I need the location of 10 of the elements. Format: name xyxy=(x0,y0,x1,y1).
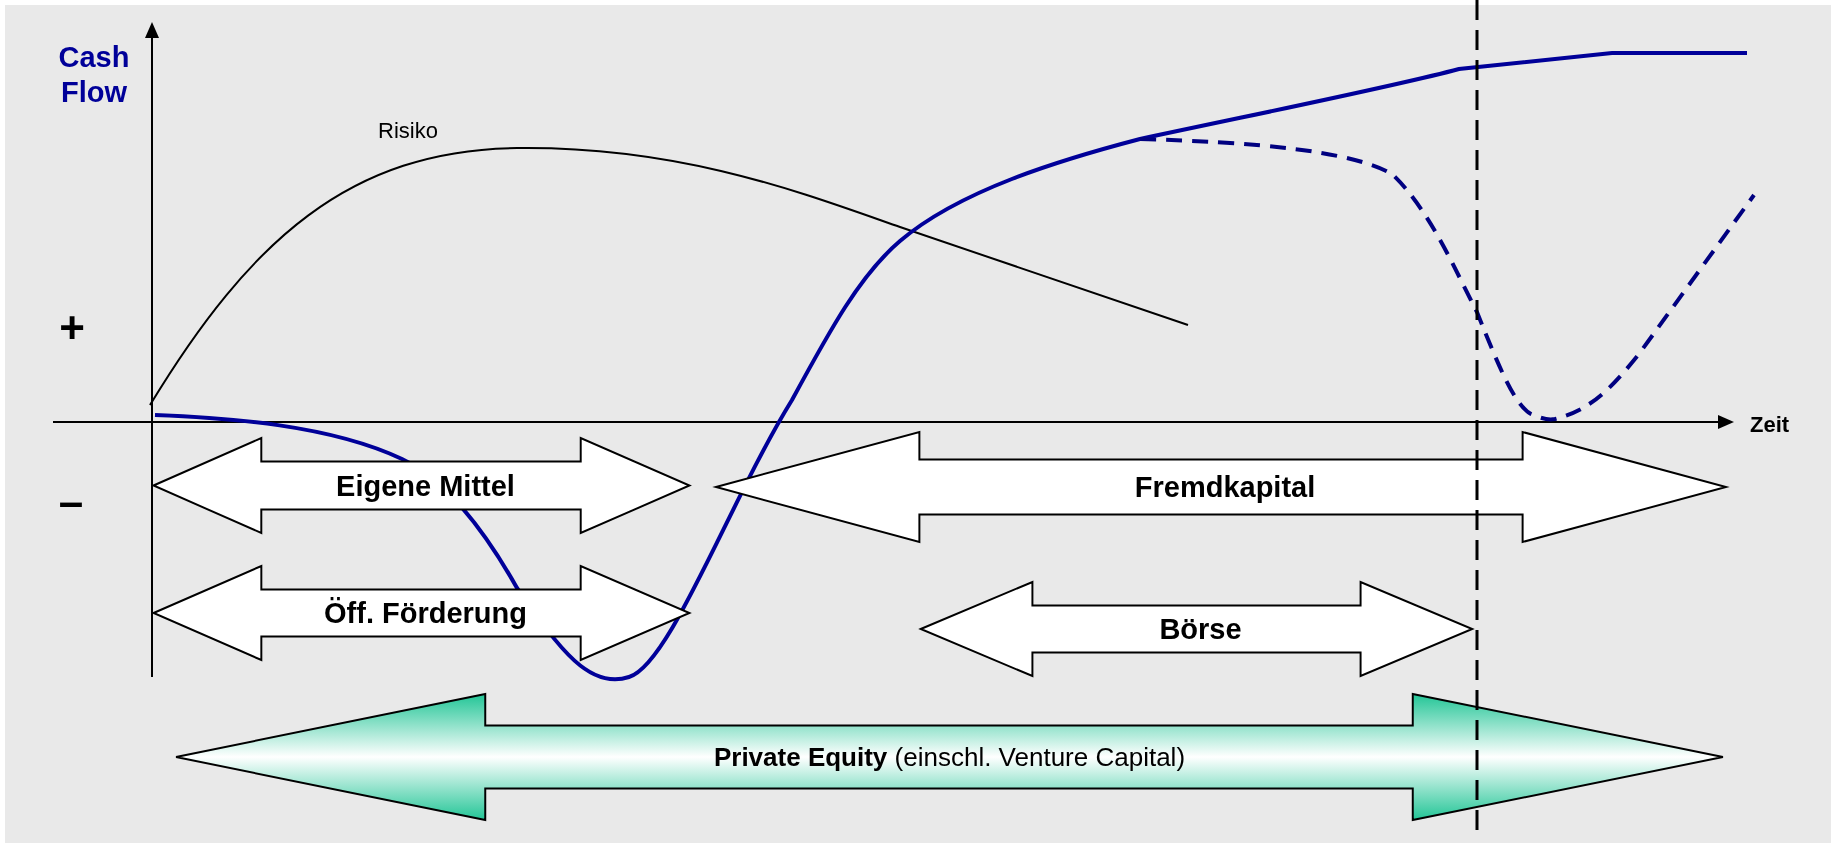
curve-label: Risiko xyxy=(378,117,438,145)
period-label: Private Equity (einschl. Venture Capital) xyxy=(713,744,1186,770)
period-label: Eigene Mittel xyxy=(336,471,515,500)
period-label: Öff. Förderung xyxy=(324,598,527,628)
axis-title: Cash Flow xyxy=(57,40,131,110)
period-label: Börse xyxy=(1159,614,1242,644)
minus-sign: – xyxy=(57,480,85,524)
period-label: Fremdkapital xyxy=(1134,472,1316,502)
plus-sign: + xyxy=(58,306,86,350)
axis-label: Zeit xyxy=(1750,411,1790,439)
